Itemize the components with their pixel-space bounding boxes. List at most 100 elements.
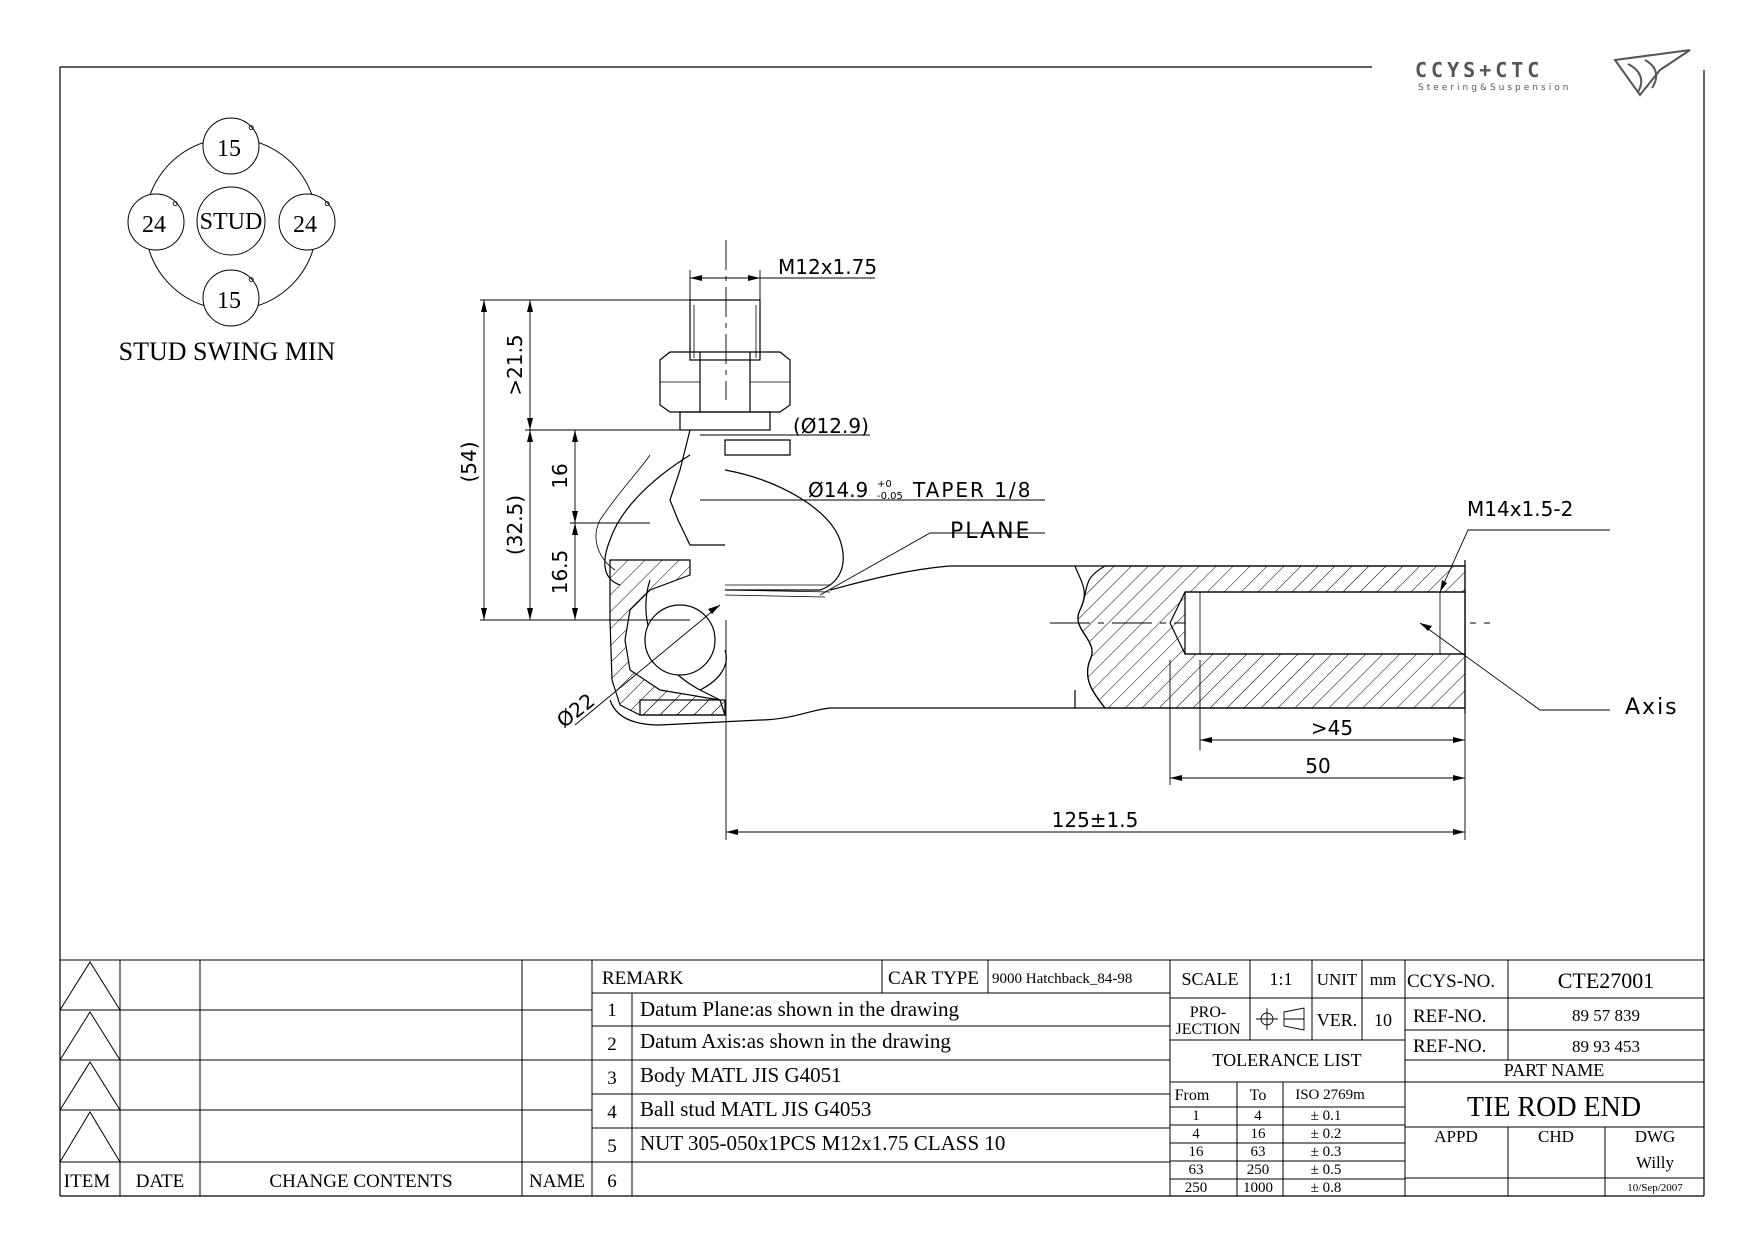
- title-block-text: ITEM DATE CHANGE CONTENTS NAME REMARK CA…: [64, 968, 1684, 1196]
- projection-label-line1: PRO-: [1190, 1004, 1226, 1021]
- swing-center-label: STUD: [200, 209, 263, 235]
- unit-label: UNIT: [1317, 970, 1358, 989]
- dim-ball-dia: Ø22: [552, 688, 599, 732]
- remark-text: Body MATL JIS G4051: [640, 1063, 842, 1087]
- tolerance-header-to: To: [1250, 1087, 1267, 1104]
- tolerance-cell: 63: [1251, 1144, 1266, 1160]
- dimension-lines: [480, 270, 1610, 840]
- drawn-by: Willy: [1636, 1153, 1675, 1172]
- car-type-label: CAR TYPE: [888, 968, 979, 989]
- tolerance-cell: 63: [1189, 1162, 1204, 1178]
- ccys-no-value: CTE27001: [1558, 968, 1655, 993]
- remark-no: 5: [607, 1136, 617, 1157]
- appd-label: APPD: [1434, 1127, 1477, 1146]
- part-name-label: PART NAME: [1504, 1060, 1604, 1080]
- tolerance-cell: ± 0.3: [1311, 1144, 1342, 1160]
- company-logo: CCYS+CTC Steering&Suspension: [1415, 49, 1691, 97]
- remark-no: 2: [607, 1034, 617, 1055]
- dim-taper-tol-upper: +0: [877, 479, 892, 490]
- unit-value: mm: [1370, 970, 1396, 989]
- logo-swoosh-icon: [1613, 49, 1691, 97]
- tolerance-cell: ± 0.2: [1311, 1126, 1342, 1142]
- col-name: NAME: [529, 1171, 585, 1192]
- sheet-border: [59, 66, 1705, 1197]
- swing-bottom-value: 15: [217, 288, 241, 314]
- tolerance-header-from: From: [1175, 1087, 1210, 1104]
- car-type-value: 9000 Hatchback_84-98: [992, 971, 1132, 987]
- projection-label-line2: JECTION: [1176, 1021, 1241, 1038]
- svg-text:Steering&Suspension: Steering&Suspension: [1418, 83, 1571, 93]
- projection-symbol-icon: [1256, 1007, 1305, 1031]
- dim-length-45: >45: [1311, 716, 1353, 740]
- swing-left-value: 24: [142, 212, 166, 238]
- tolerance-header-iso: ISO 2769m: [1295, 1087, 1365, 1103]
- tolerance-cell: 1000: [1243, 1180, 1273, 1196]
- ref-no-1-label: REF-NO.: [1413, 1006, 1486, 1027]
- tie-rod-end-drawing: [595, 240, 1490, 726]
- dim-thread-rod: M14x1.5-2: [1467, 497, 1573, 521]
- tolerance-cell: 16: [1251, 1126, 1267, 1142]
- label-axis: Axis: [1625, 695, 1679, 720]
- label-plane: PLANE: [950, 519, 1031, 544]
- ref-no-1-value: 89 57 839: [1572, 1006, 1640, 1025]
- svg-text:CCYS+CTC: CCYS+CTC: [1415, 58, 1543, 82]
- tolerance-cell: 250: [1247, 1162, 1270, 1178]
- svg-text:°: °: [248, 275, 254, 292]
- remark-no: 4: [607, 1102, 617, 1123]
- drawing-date: 10/Sep/2007: [1627, 1182, 1683, 1194]
- col-date: DATE: [136, 1171, 185, 1192]
- tolerance-cell: 16: [1189, 1144, 1205, 1160]
- dim-total-height: (54): [457, 441, 481, 482]
- dim-height-16: 16: [548, 463, 572, 488]
- scale-value: 1:1: [1269, 969, 1292, 989]
- title-block: [59, 959, 1704, 1196]
- swing-title: STUD SWING MIN: [119, 337, 336, 366]
- remark-text: Datum Plane:as shown in the drawing: [640, 997, 960, 1021]
- ccys-no-label: CCYS-NO.: [1407, 971, 1495, 992]
- dim-length-total: 125±1.5: [1052, 808, 1139, 832]
- dim-neck-dia: (Ø12.9): [793, 414, 869, 438]
- dimension-labels: M12x1.75 (Ø12.9) Ø14.9 +0 -0.05 TAPER 1/…: [457, 255, 1679, 832]
- tolerance-cell: ± 0.5: [1311, 1162, 1342, 1178]
- svg-text:°: °: [172, 199, 178, 216]
- dim-lower-height: (32.5): [503, 495, 527, 555]
- ver-label: VER.: [1317, 1010, 1358, 1030]
- dim-upper-height: >21.5: [503, 334, 527, 395]
- tolerance-cell: ± 0.1: [1311, 1108, 1342, 1124]
- dimension-arrows: [481, 275, 1465, 835]
- stud-swing-diagram: STUD 15 15 24 24 ° ° ° ° STUD SWING MIN: [119, 117, 336, 366]
- tolerance-cell: 4: [1192, 1126, 1200, 1142]
- remark-text: NUT 305-050x1PCS M12x1.75 CLASS 10: [640, 1131, 1005, 1155]
- tolerance-cell: 1: [1192, 1108, 1200, 1124]
- dim-taper-dia: Ø14.9: [808, 478, 868, 502]
- tolerance-cell: 250: [1185, 1180, 1208, 1196]
- tolerance-cell: ± 0.8: [1311, 1180, 1342, 1196]
- remark-no: 6: [607, 1171, 617, 1192]
- ref-no-2-label: REF-NO.: [1413, 1036, 1486, 1057]
- scale-label: SCALE: [1181, 969, 1238, 989]
- swing-top-value: 15: [217, 136, 241, 162]
- col-change-contents: CHANGE CONTENTS: [269, 1171, 452, 1192]
- tolerance-cell: 4: [1254, 1108, 1262, 1124]
- dwg-label: DWG: [1635, 1127, 1676, 1146]
- dim-length-50: 50: [1305, 754, 1330, 778]
- remark-no: 3: [607, 1068, 617, 1089]
- tolerance-title: TOLERANCE LIST: [1212, 1050, 1361, 1070]
- dim-taper-tol-lower: -0.05: [877, 491, 903, 502]
- col-item: ITEM: [64, 1171, 111, 1192]
- remark-no: 1: [607, 1000, 617, 1021]
- remark-text: Datum Axis:as shown in the drawing: [640, 1029, 951, 1053]
- remark-text: Ball stud MATL JIS G4053: [640, 1097, 871, 1121]
- dim-thread-stud: M12x1.75: [778, 255, 877, 279]
- svg-text:°: °: [248, 123, 254, 140]
- svg-text:°: °: [324, 199, 330, 216]
- ver-value: 10: [1374, 1010, 1392, 1030]
- ref-no-2-value: 89 93 453: [1572, 1037, 1640, 1056]
- part-name-value: TIE ROD END: [1467, 1092, 1641, 1123]
- chd-label: CHD: [1538, 1127, 1574, 1146]
- dim-height-16-5: 16.5: [548, 550, 572, 595]
- dim-taper-note: TAPER 1/8: [912, 478, 1032, 502]
- swing-right-value: 24: [293, 212, 317, 238]
- remark-header: REMARK: [602, 968, 684, 989]
